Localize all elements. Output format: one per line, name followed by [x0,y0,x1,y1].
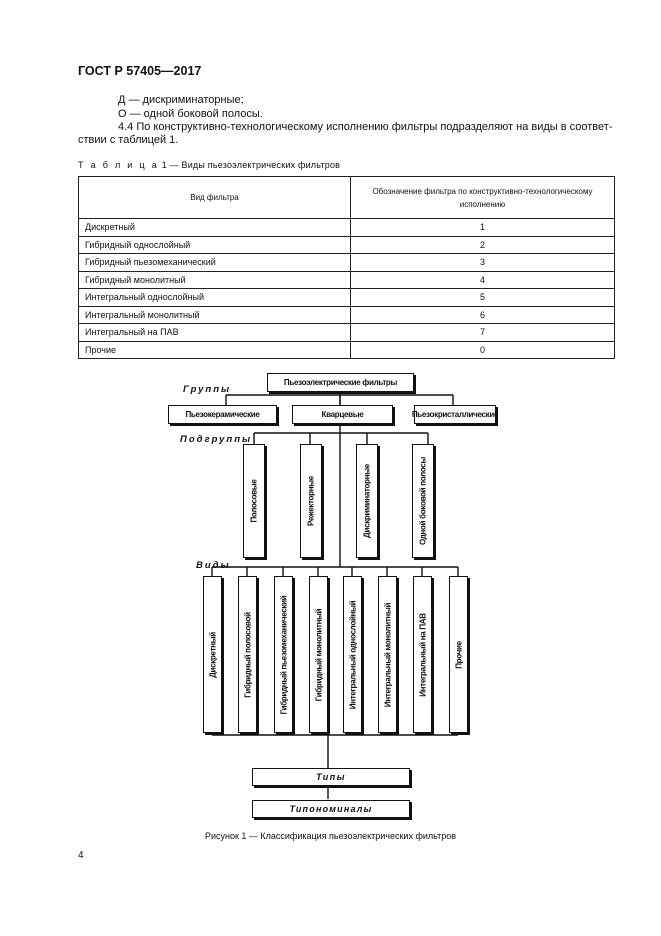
kind-box: Дискретный [203,576,222,733]
type-names-box: Типономиналы [252,800,410,818]
table-header-code: Обозначение фильтра по конструктивно-тех… [350,176,615,219]
group-box: Пьезокерамические [168,405,277,424]
page-number: 4 [78,850,84,861]
subgroup-label: Одной боковой полосы [418,457,428,545]
kind-box: Гибридный монолитный [309,576,328,733]
kind-box: Интегральный однослойный [343,576,362,733]
table-header-code-line1: Обозначение фильтра по конструктивно-тех… [372,186,593,196]
table-header-code-line2: исполнению [459,199,506,209]
kind-label: Гибридный монолитный [314,608,323,701]
table-cell-code: 0 [350,340,615,359]
figure-caption: Рисунок 1 — Классификация пьезоэлектриче… [204,831,457,841]
text-line-o: О — одной боковой полосы. [118,108,263,120]
table-cell-kind: Прочие [78,340,351,359]
group-box: Пьезокристаллические [412,405,498,424]
kind-box: Интегральный на ПАВ [413,576,432,733]
kind-box: Гибридный пьезомеханический [274,576,293,733]
filter-types-table: Вид фильтра Обозначение фильтра по конст… [78,176,615,359]
diagram-root-box: Пьезоэлектрические фильтры [267,373,414,392]
table-caption-prefix: Т а б л и ц а [78,160,159,170]
table-caption-title: 1 — Виды пьезоэлектрических фильтров [159,160,341,170]
types-box: Типы [252,768,410,786]
kind-box: Гибридный полосовой [238,576,257,733]
text-line-d: Д — дискриминаторные; [118,94,244,106]
diagram-label-groups: Группы [183,384,232,395]
subgroup-box: Режекторные [300,444,322,558]
text-clause-4-4-cont: ствии с таблицей 1. [78,134,179,146]
subgroup-label: Режекторные [306,476,316,526]
kind-label: Гибридный полосовой [243,611,252,698]
document-header: ГОСТ Р 57405—2017 [78,64,202,78]
table-caption: Т а б л и ц а 1 — Виды пьезоэлектрически… [78,160,340,170]
subgroup-label: Полосовые [249,479,259,523]
subgroup-box: Полосовые [243,444,265,558]
diagram-label-subgroups: Подгруппы [180,434,253,445]
diagram-label-kinds: Виды [196,560,231,571]
table-header-row: Вид фильтра Обозначение фильтра по конст… [78,176,615,219]
kind-label: Интегральный однослойный [348,600,357,709]
text-clause-4-4: 4.4 По конструктивно-технологическому ис… [118,121,613,133]
kind-label: Гибридный пьезомеханический [279,595,288,714]
group-box: Кварцевые [292,405,393,424]
table-header-kind: Вид фильтра [78,176,351,219]
kind-label: Интегральный монолитный [383,602,392,707]
subgroup-label: Дискриминаторные [362,464,372,538]
kind-label: Интегральный на ПАВ [418,612,427,697]
kind-box: Прочие [449,576,468,733]
subgroup-box: Дискриминаторные [356,444,378,558]
kind-box: Интегральный монолитный [378,576,397,733]
kind-label: Дискретный [208,631,217,678]
kind-label: Прочие [454,640,463,669]
subgroup-box: Одной боковой полосы [412,444,434,558]
